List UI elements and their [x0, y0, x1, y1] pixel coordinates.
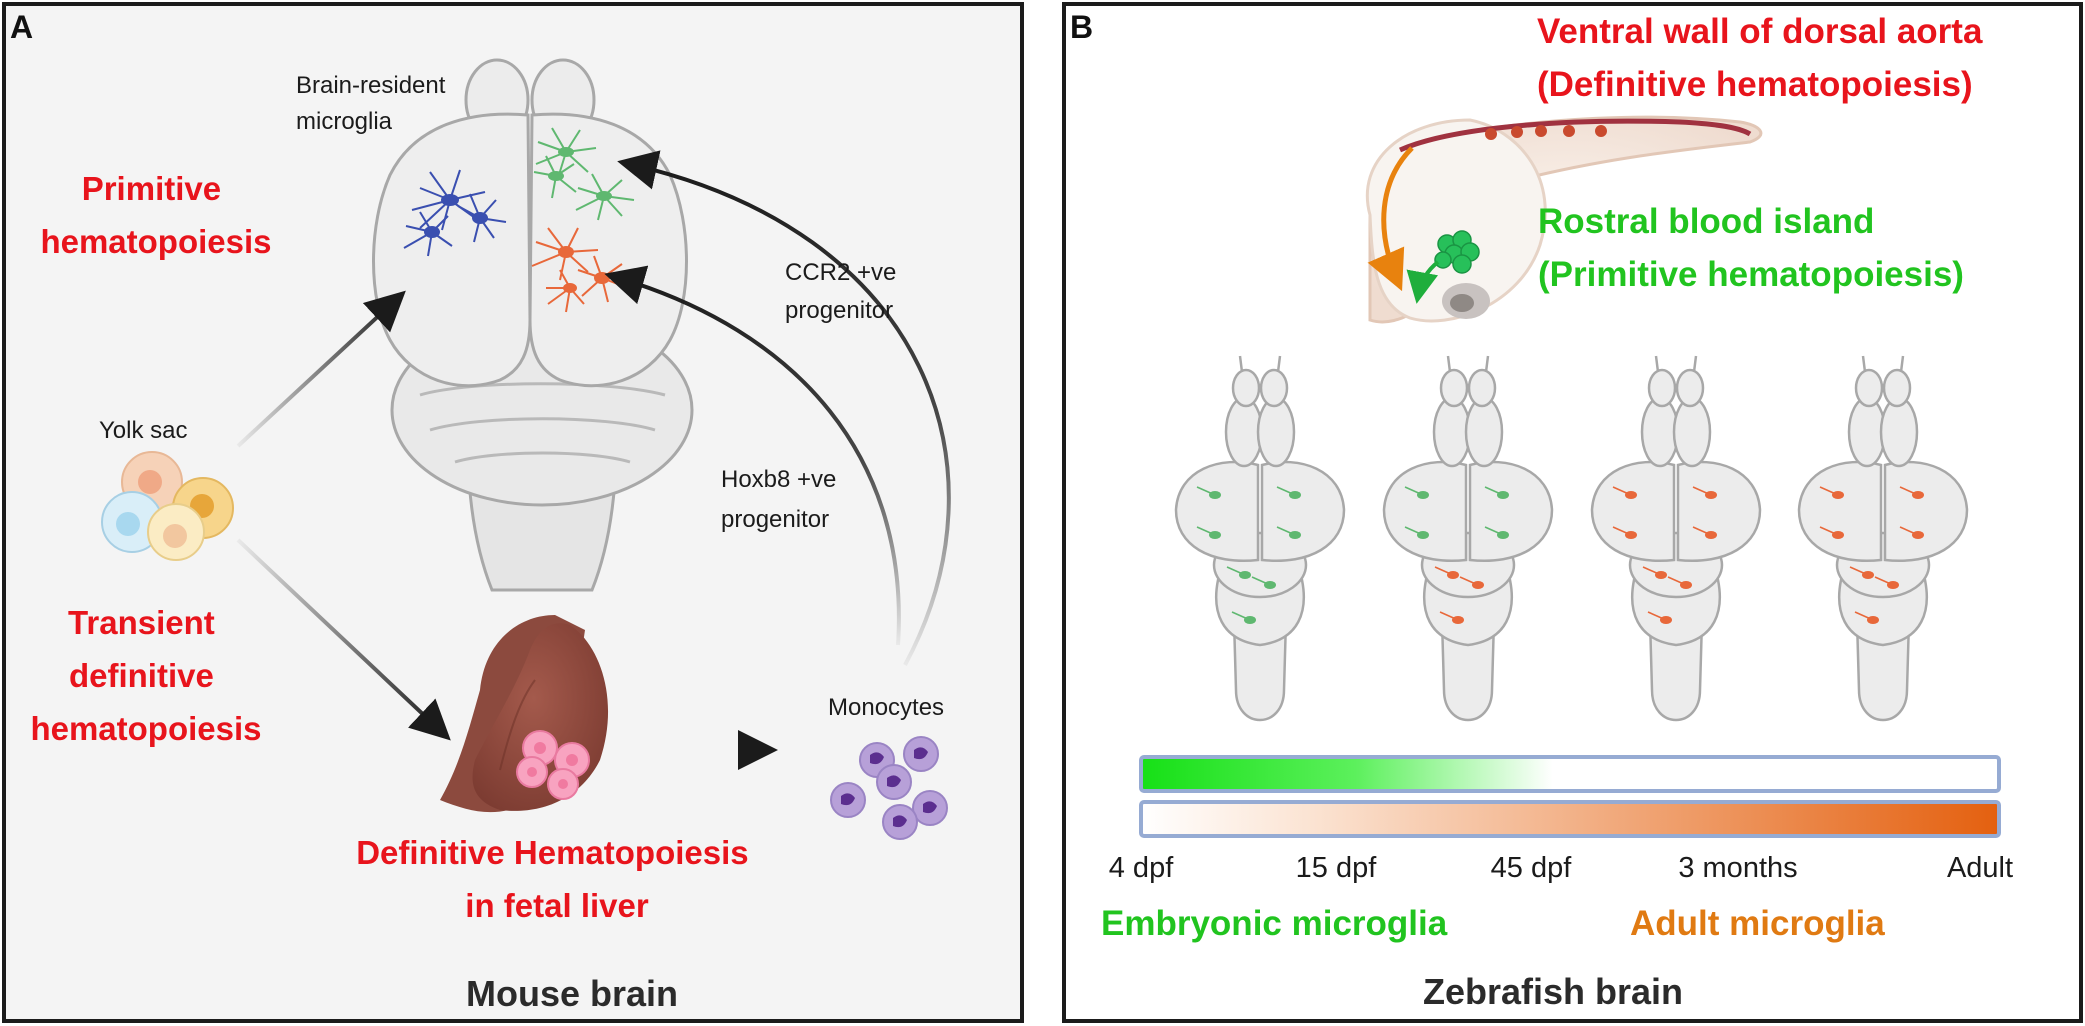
microglia-blue-cell: [472, 212, 488, 224]
panel-b-letter: B: [1070, 9, 1093, 45]
mouse-brain-illustration: [372, 58, 694, 592]
monocytes-label: Monocytes: [828, 694, 944, 721]
zebrafish-embryo-illustration: [1365, 115, 1763, 324]
timeline-3months: 3 months: [1678, 852, 1797, 884]
zebrafish-microglia-cell: [1849, 566, 1874, 579]
zebrafish-microglia-cell: [1819, 526, 1844, 539]
zebrafish-brain: [1797, 355, 1969, 722]
zebrafish-microglia-cell: [1692, 486, 1717, 499]
primitive-line1: Primitive: [82, 170, 221, 207]
zebrafish-microglia-cell: [1226, 566, 1251, 579]
transient-line2: definitive: [69, 657, 214, 694]
zebrafish-microglia-cell: [1692, 526, 1717, 539]
microglia-orange-cell: [594, 272, 610, 284]
fetal-liver-illustration: [440, 615, 609, 813]
zebrafish-brain: [1382, 355, 1554, 722]
zebrafish-microglia-cell: [1434, 566, 1459, 579]
microglia-orange-cell: [563, 283, 577, 293]
adult-microglia-bar: [1139, 800, 2001, 838]
zebrafish-microglia-cell: [1642, 566, 1667, 579]
blood-island-label: Rostral blood island (Primitive hematopo…: [1538, 202, 1964, 294]
zebrafish-microglia-cell: [1899, 526, 1924, 539]
panel-a: A: [2, 2, 1024, 1023]
fetal-liver-label: Definitive Hematopoiesis in fetal liver: [356, 834, 758, 924]
microglia-blue-cell: [424, 226, 440, 238]
arrow-ccr2-progenitor: [617, 150, 951, 666]
zebrafish-microglia-cell: [1276, 486, 1301, 499]
transient-definitive-label: Transient definitive hematopoiesis: [30, 604, 261, 747]
microglia-blue-cell: [441, 194, 459, 206]
hoxb8-line2: progenitor: [721, 506, 829, 533]
brain-resident-label: Brain-resident microglia: [296, 72, 452, 135]
primitive-line2: hematopoiesis: [40, 223, 271, 260]
microglia-blue-cluster: [403, 169, 507, 257]
zebrafish-brain: [1174, 355, 1346, 722]
zebrafish-brain: [1590, 355, 1762, 722]
zebrafish-microglia-cell: [1899, 486, 1924, 499]
blood-island-line1: Rostral blood island: [1538, 202, 1874, 241]
zebrafish-brain-row: [1174, 355, 1969, 722]
zebrafish-microglia-cell: [1231, 611, 1256, 624]
zebrafish-microglia-cell: [1439, 611, 1464, 624]
aorta-label: Ventral wall of dorsal aorta (Definitive…: [1537, 12, 1992, 104]
yolk-sac-label: Yolk sac: [99, 417, 188, 444]
ccr2-line1: CCR2 +ve: [785, 259, 896, 286]
zebrafish-microglia-cell: [1874, 576, 1899, 589]
hoxb8-line1: Hoxb8 +ve: [721, 466, 836, 493]
zebrafish-microglia-cell: [1404, 486, 1429, 499]
timeline-45dpf: 45 dpf: [1491, 852, 1573, 884]
zebrafish-microglia-cell: [1484, 486, 1509, 499]
arrow-hoxb8-progenitor: [604, 265, 901, 646]
timeline-15dpf: 15 dpf: [1296, 852, 1378, 884]
panel-b: B Ventral wall of dorsal aorta (Definiti…: [1062, 2, 2083, 1023]
zebrafish-microglia-cell: [1667, 576, 1692, 589]
ccr2-line2: progenitor: [785, 297, 893, 324]
arrow-yolk-to-brain: [236, 290, 406, 448]
embryonic-microglia-bar: [1139, 755, 2001, 793]
aorta-line2: (Definitive hematopoiesis): [1537, 65, 1973, 104]
arrow-yolk-to-liver: [236, 538, 451, 741]
ccr2-progenitor-label: CCR2 +ve progenitor: [785, 259, 903, 324]
timeline-4dpf: 4 dpf: [1109, 852, 1174, 884]
zebrafish-microglia-cell: [1819, 486, 1844, 499]
brain-resident-line1: Brain-resident: [296, 72, 446, 99]
zebrafish-microglia-cell: [1196, 486, 1221, 499]
microglia-green-cluster: [533, 127, 635, 221]
transient-line3: hematopoiesis: [30, 710, 261, 747]
zebrafish-microglia-cell: [1276, 526, 1301, 539]
zebrafish-microglia-cell: [1251, 576, 1276, 589]
monocytes-illustration: [830, 736, 948, 840]
hoxb8-progenitor-label: Hoxb8 +ve progenitor: [721, 466, 843, 533]
primitive-hematopoiesis-label: Primitive hematopoiesis: [40, 170, 271, 260]
transient-line1: Transient: [68, 604, 215, 641]
microglia-green-cell: [548, 171, 564, 181]
panel-b-title: Zebrafish brain: [1423, 971, 1683, 1012]
fetal-liver-line2: in fetal liver: [465, 887, 649, 924]
microglia-green-cell: [596, 191, 612, 201]
embryonic-microglia-legend: Embryonic microglia: [1101, 904, 1448, 943]
panel-a-title: Mouse brain: [466, 973, 678, 1014]
zebrafish-microglia-cell: [1612, 526, 1637, 539]
aorta-line1: Ventral wall of dorsal aorta: [1537, 12, 1983, 51]
zebrafish-microglia-cell: [1647, 611, 1672, 624]
microglia-orange-cell: [558, 246, 574, 258]
zebrafish-microglia-cell: [1484, 526, 1509, 539]
fetal-liver-line1: Definitive Hematopoiesis: [356, 834, 748, 871]
zebrafish-microglia-cell: [1854, 611, 1879, 624]
microglia-green-cell: [558, 147, 574, 157]
adult-microglia-legend: Adult microglia: [1630, 904, 1885, 943]
zebrafish-microglia-cell: [1196, 526, 1221, 539]
zebrafish-microglia-cell: [1612, 486, 1637, 499]
timeline-adult: Adult: [1947, 852, 2013, 884]
brain-resident-line2: microglia: [296, 108, 393, 135]
yolk-sac-cells: [101, 451, 234, 561]
zebrafish-microglia-cell: [1404, 526, 1429, 539]
panel-a-letter: A: [10, 9, 33, 45]
blood-island-line2: (Primitive hematopoiesis): [1538, 255, 1964, 294]
zebrafish-microglia-cell: [1459, 576, 1484, 589]
